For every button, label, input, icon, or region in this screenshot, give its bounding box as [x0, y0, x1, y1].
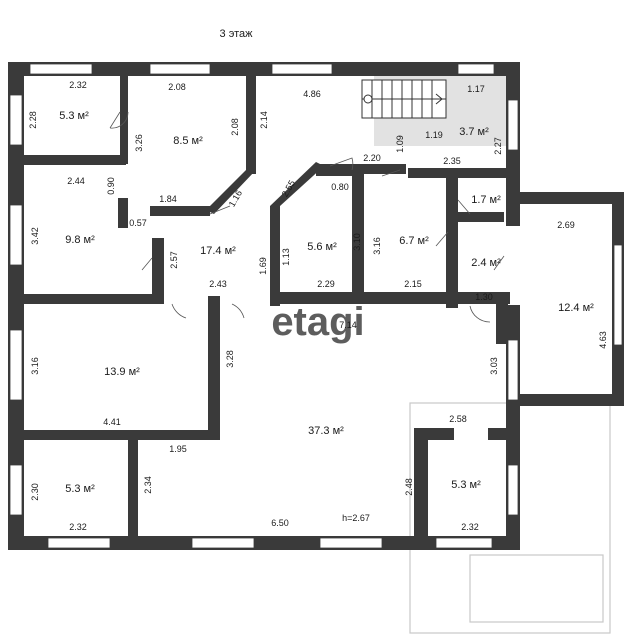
dimension-label: 2.58: [449, 414, 467, 424]
dimension-label: 3.28: [225, 350, 235, 368]
dimension-label: 6.50: [271, 518, 289, 528]
room-area: 9.8 м²: [65, 234, 95, 246]
dimension-label: 2.57: [169, 251, 179, 269]
dimension-label: 2.34: [143, 476, 153, 494]
dimension-label: 2.27: [493, 137, 503, 155]
room-area: 12.4 м²: [558, 302, 594, 314]
dimension-label: 2.20: [363, 153, 381, 163]
dimension-label: 2.35: [443, 156, 461, 166]
room-area: 1.7 м²: [471, 194, 501, 206]
dimension-label: 4.63: [598, 331, 608, 349]
dimension-label: 2.48: [404, 478, 414, 496]
dimension-label: 0.80: [331, 182, 349, 192]
room-area: 5.3 м²: [59, 110, 89, 122]
dimension-label: 2.43: [209, 279, 227, 289]
dimension-label: 2.15: [404, 279, 422, 289]
room-area: 6.7 м²: [399, 235, 429, 247]
dimension-label: 2.69: [557, 220, 575, 230]
dimension-label: 2.08: [168, 82, 186, 92]
dimension-label: 1.30: [475, 292, 493, 302]
dimension-label: 1.19: [425, 130, 443, 140]
room-area: 3.7 м²: [459, 126, 489, 138]
dimension-label: 3.10: [352, 233, 362, 251]
dimension-label: 1.69: [258, 257, 268, 275]
dimension-label: 0.57: [129, 218, 147, 228]
dimension-label: 2.30: [30, 483, 40, 501]
room-area: 5.3 м²: [451, 479, 481, 491]
dimension-label: 1.09: [395, 135, 405, 153]
ceiling-height: h=2.67: [342, 513, 370, 523]
staircase: [361, 79, 447, 119]
room-area: 37.3 м²: [308, 425, 344, 437]
room-area: 2.4 м²: [471, 257, 501, 269]
dimension-label: 3.03: [489, 357, 499, 375]
dimension-label: 2.32: [69, 80, 87, 90]
dimension-label: 2.08: [230, 118, 240, 136]
dimension-label: 7.14: [339, 320, 357, 330]
dimension-label: 3.26: [134, 134, 144, 152]
dimension-label: 1.13: [281, 248, 291, 266]
floor-title: 3 этаж: [220, 28, 254, 40]
doors: [109, 111, 505, 323]
dimension-label: 4.41: [103, 417, 121, 427]
dimension-label: 2.29: [317, 279, 335, 289]
dimension-label: 1.17: [467, 84, 485, 94]
terrace-inner-outline: [469, 554, 604, 623]
dimension-label: 1.84: [159, 194, 177, 204]
dimension-label: 3.16: [30, 357, 40, 375]
room-area: 17.4 м²: [200, 245, 236, 257]
dimension-label: 2.32: [69, 522, 87, 532]
dimension-label: 2.44: [67, 176, 85, 186]
room-area: 13.9 м²: [104, 366, 140, 378]
dimension-label: 2.28: [28, 111, 38, 129]
dimension-label: 2.32: [461, 522, 479, 532]
room-area: 8.5 м²: [173, 135, 203, 147]
room-area: 5.6 м²: [307, 241, 337, 253]
room-area: 5.3 м²: [65, 483, 95, 495]
dimension-label: 3.42: [30, 227, 40, 245]
grey-areas: [374, 76, 611, 634]
dimension-label: 3.16: [372, 237, 382, 255]
dimension-label: 2.14: [259, 111, 269, 129]
dimension-label: 0.90: [106, 177, 116, 195]
dimension-label: 1.95: [169, 444, 187, 454]
room-areas: 5.3 м² 8.5 м² 3.7 м² 9.8 м² 17.4 м² 5.6 …: [59, 110, 594, 495]
dimension-label: 4.86: [303, 89, 321, 99]
watermark: etagi: [271, 300, 364, 344]
windows: [9, 63, 623, 549]
